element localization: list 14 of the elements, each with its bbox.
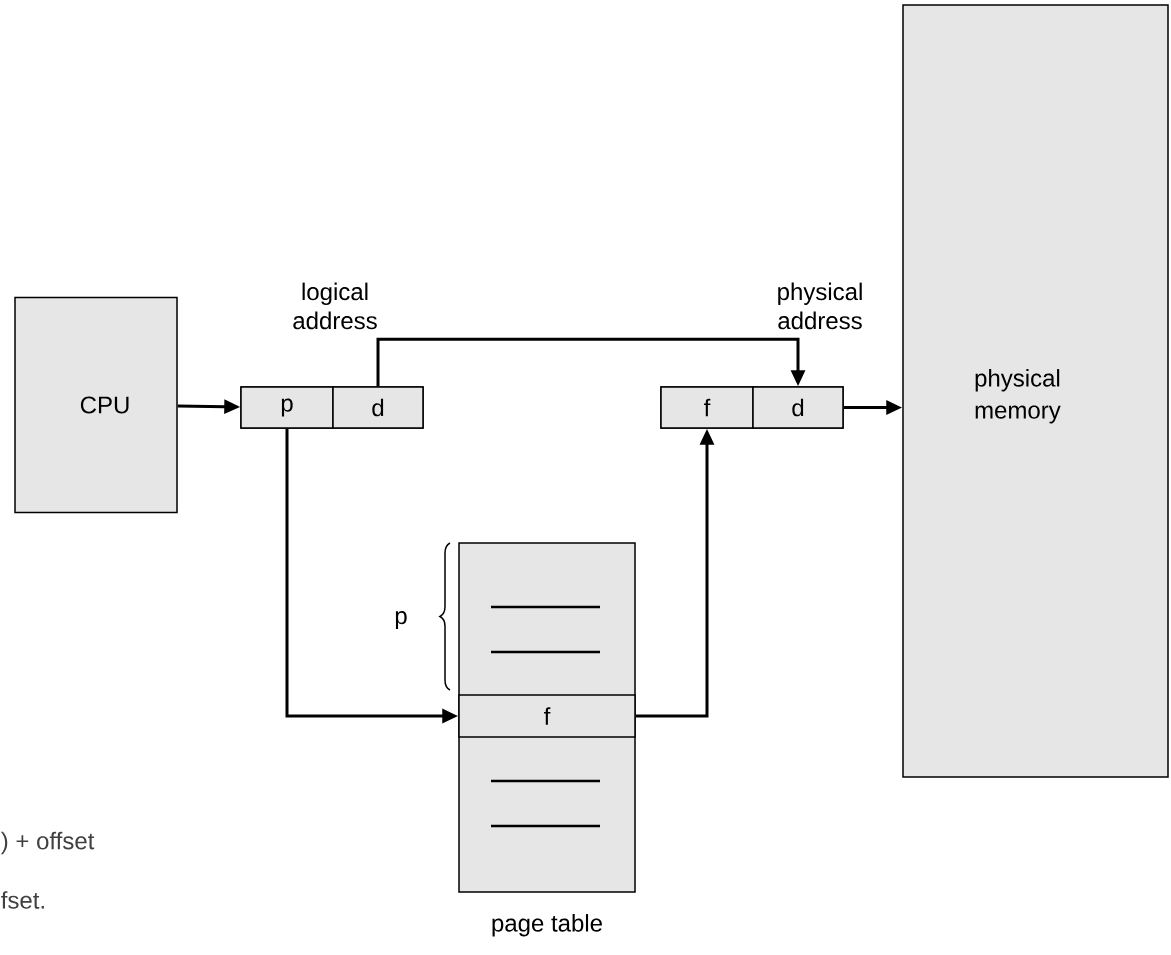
cpu-box: CPU [14, 296, 178, 514]
arrow [376, 337, 806, 387]
register-cell: d [752, 386, 844, 429]
note-text: fset. [1, 891, 44, 909]
register-cell: f [660, 386, 754, 429]
node-label: page table [492, 914, 602, 937]
page-table-entry: f [458, 694, 636, 738]
physical-memory-box: physical memory [902, 4, 1169, 778]
note-text: ) + offset [0, 831, 95, 855]
register-cell: d [332, 386, 424, 429]
node-label: logical address [293, 282, 377, 330]
register-cell: p [240, 386, 334, 429]
node-label: physical address [778, 282, 862, 330]
brace-label: p [395, 611, 407, 629]
